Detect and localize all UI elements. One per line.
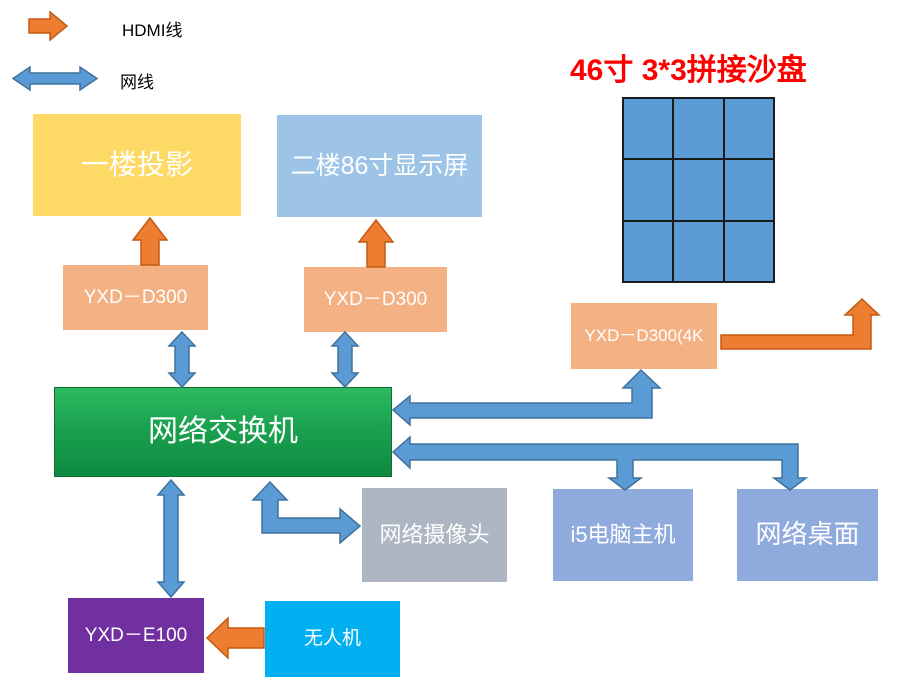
legend-network-label: 网线: [120, 73, 154, 92]
network-arrow-switch-i5-and-desktop: [391, 435, 809, 491]
hdmi-arrow-d300-to-projector: [131, 216, 169, 266]
video-wall-tile: [674, 221, 723, 281]
video-wall-tile: [624, 221, 673, 281]
video-wall-tile: [624, 99, 673, 159]
video-wall-grid: [622, 97, 775, 283]
network-arrow-switch-d300-right: [330, 330, 360, 389]
node-network-camera: 网络摄像头: [362, 488, 507, 582]
node-network-desktop: 网络桌面: [737, 489, 878, 581]
video-wall-tile: [724, 160, 773, 220]
node-second-floor-display: 二楼86寸显示屏: [277, 115, 482, 217]
video-wall-tile: [674, 160, 723, 220]
node-i5-host: i5电脑主机: [553, 489, 693, 581]
node-yxd-d300-right: YXD－D300: [304, 267, 447, 332]
node-network-switch: 网络交换机: [54, 387, 392, 477]
video-wall-tile: [724, 221, 773, 281]
legend-hdmi-label: HDMI线: [122, 21, 183, 40]
hdmi-arrow-d300-to-display86: [357, 218, 395, 268]
hdmi-arrow-drone-to-e100: [205, 616, 265, 660]
legend-hdmi-arrow-icon: [28, 10, 69, 42]
hdmi-arrow-4k-to-video-wall: [720, 297, 881, 350]
network-arrow-switch-camera: [251, 480, 362, 545]
video-wall-tile: [724, 99, 773, 159]
node-yxd-e100: YXD－E100: [68, 598, 204, 673]
video-wall-tile: [674, 99, 723, 159]
node-yxd-d300-left: YXD－D300: [63, 265, 208, 330]
node-drone: 无人机: [265, 601, 400, 677]
node-first-floor-projector: 一楼投影: [33, 114, 241, 216]
video-wall-tile: [624, 160, 673, 220]
legend-network-arrow-icon: [11, 65, 99, 92]
node-yxd-d300-4k: YXD－D300(4K: [571, 303, 717, 369]
network-arrow-switch-d300-4k: [391, 368, 662, 427]
network-arrow-switch-e100: [156, 478, 186, 599]
network-arrow-switch-d300-left: [167, 330, 197, 389]
video-wall-title: 46寸 3*3拼接沙盘: [570, 54, 807, 87]
